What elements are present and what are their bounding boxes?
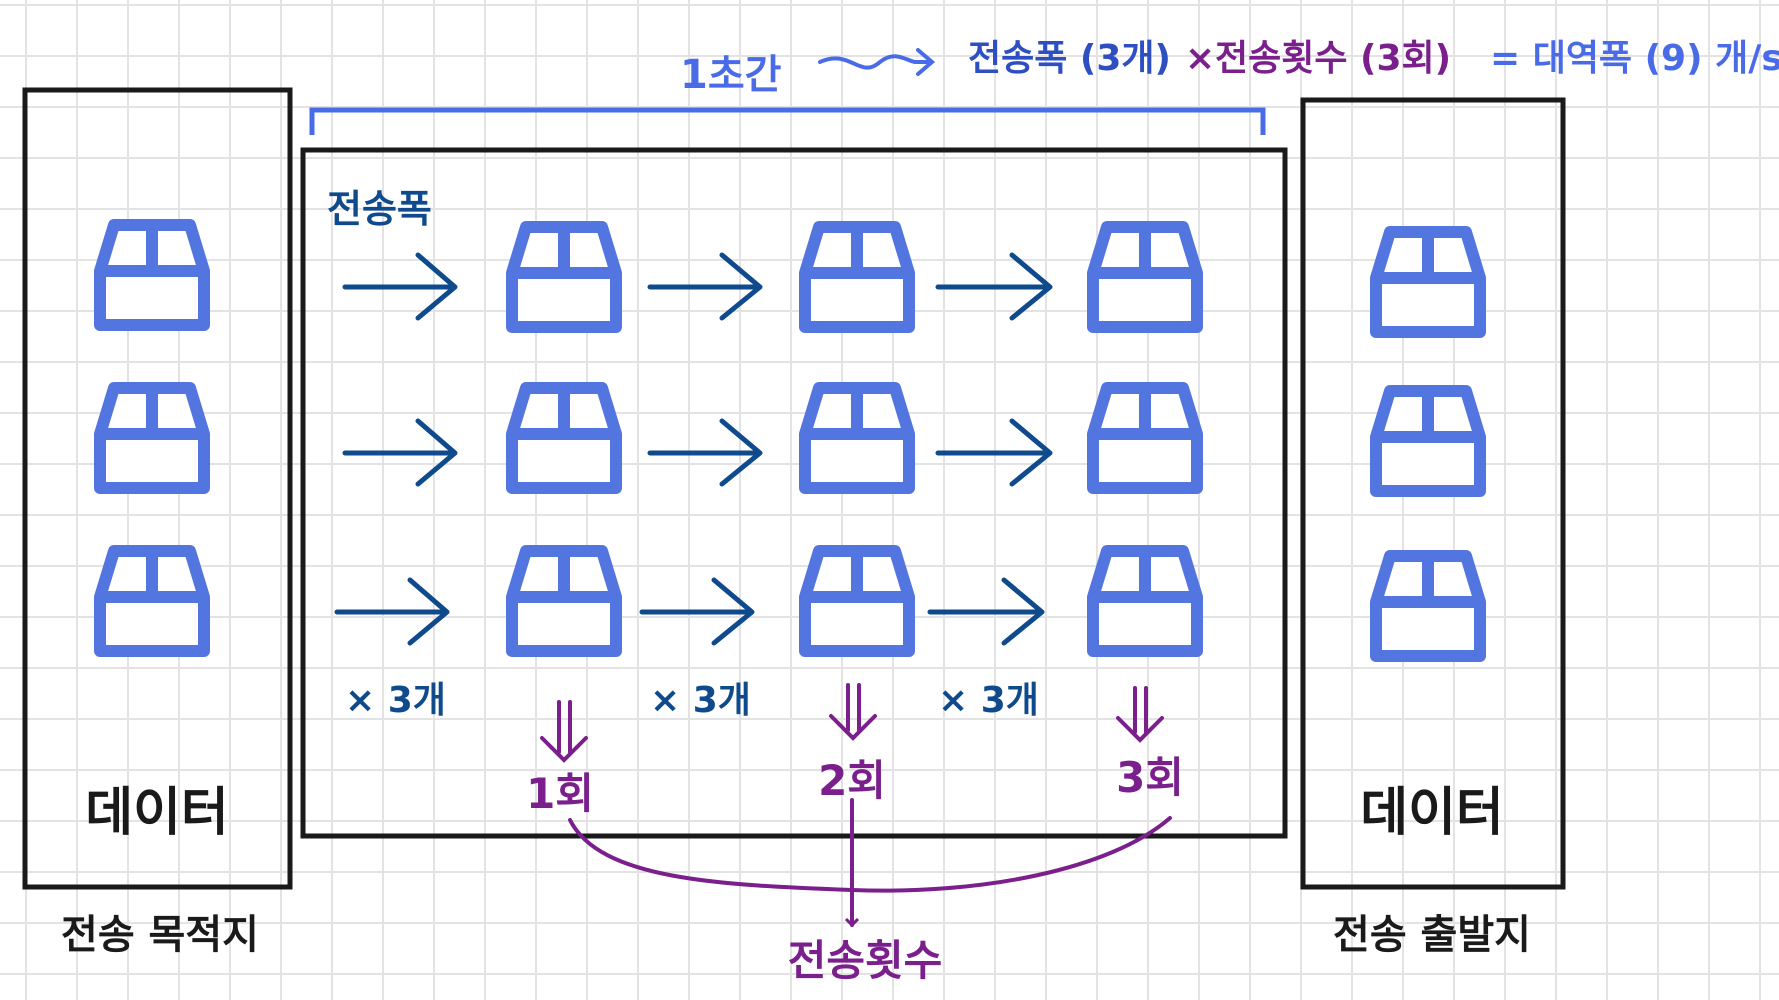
right-arrow-icon: [935, 418, 1053, 487]
box-icon: [100, 225, 204, 325]
box-icon: [100, 551, 204, 651]
merge-curve: [568, 816, 1172, 893]
formula-width-term: 전송폭 (3개): [968, 38, 1171, 79]
formula-prefix: 1초간: [680, 52, 782, 98]
round-merge-lines: [568, 798, 1172, 925]
total-count-label: 전송횟수: [788, 936, 943, 985]
squiggle-arrow-icon: [818, 48, 936, 76]
box-icon: [1093, 227, 1197, 327]
box-icon: [512, 227, 616, 327]
box-icon: [805, 388, 909, 488]
formula-count-term: 전송횟수 (3회): [1215, 38, 1451, 79]
right-arrow-icon: [342, 418, 458, 487]
box-icon: [1376, 232, 1480, 332]
multiplier-label: × 3개: [938, 680, 1039, 721]
right-arrow-icon: [927, 577, 1045, 646]
round-label: 1회: [526, 769, 594, 818]
formula-times: ×: [1185, 38, 1215, 79]
box-icon: [805, 551, 909, 651]
channel-width-label: 전송폭: [327, 187, 432, 231]
box-icon: [1376, 556, 1480, 656]
double-down-arrow-icon: [829, 683, 877, 741]
round-label: 3회: [1116, 753, 1184, 802]
source-panel: [1300, 97, 1566, 890]
right-arrow-icon: [342, 252, 458, 321]
multiplier-label: × 3개: [345, 680, 446, 721]
double-down-arrow-icon: [1116, 686, 1164, 743]
right-arrow-icon: [647, 252, 763, 321]
box-icon: [1093, 388, 1197, 488]
box-icon: [805, 227, 909, 327]
channel-bracket: [309, 107, 1266, 135]
box-icon: [100, 388, 204, 488]
round-down-arrows: [540, 683, 1164, 763]
formula-header: 1초간 전송폭 (3개) × 전송횟수 (3회) = 대역폭 (9) 개/s: [680, 38, 1779, 98]
destination-panel: [22, 87, 293, 890]
right-arrow-icon: [935, 252, 1053, 321]
right-arrow-icon: [639, 577, 755, 646]
right-arrow-icon: [647, 418, 763, 487]
box-icon: [512, 551, 616, 651]
destination-caption: 전송 목적지: [61, 912, 259, 958]
multiplier-label: × 3개: [650, 680, 751, 721]
formula-result: = 대역폭 (9) 개/s: [1490, 38, 1779, 79]
double-down-arrow-icon: [540, 700, 588, 763]
channel-box-icons: [512, 227, 1197, 651]
source-box-icons: [1376, 232, 1480, 656]
right-arrow-icon: [334, 577, 450, 646]
box-icon: [1376, 391, 1480, 491]
box-icon: [1093, 551, 1197, 651]
box-icon: [512, 388, 616, 488]
destination-data-label: 데이터: [85, 783, 229, 843]
transfer-channel: [300, 147, 1288, 839]
destination-box-icons: [100, 225, 204, 651]
source-data-label: 데이터: [1360, 783, 1504, 843]
flow-arrows: [334, 252, 1053, 646]
round-label: 2회: [818, 756, 886, 805]
source-caption: 전송 출발지: [1333, 912, 1531, 958]
